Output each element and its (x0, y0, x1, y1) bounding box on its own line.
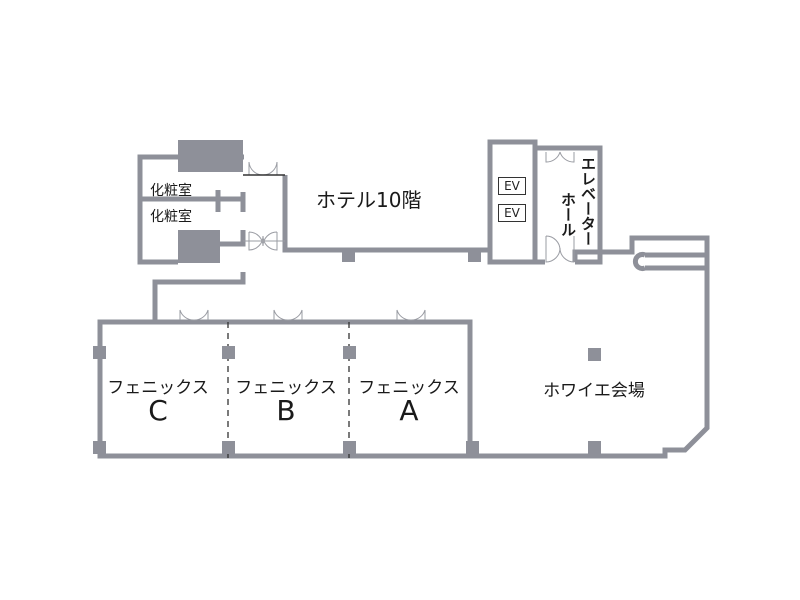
phoenix-b-name: フェニックス (235, 378, 337, 398)
phoenix-b-letter: B (276, 394, 296, 427)
elevator-hall-label-line1: エレベーター (579, 156, 597, 246)
elevator-hall-label-line2: ホール (559, 192, 577, 237)
phoenix-a-name: フェニックス (358, 378, 460, 398)
floor-title: ホテル10階 (316, 188, 422, 212)
powder-room-label-1: 化粧室 (150, 183, 192, 199)
foyer-label: ホワイエ会場 (543, 381, 645, 401)
phoenix-a-letter: A (399, 394, 419, 427)
elevator-1: EV (498, 177, 526, 195)
phoenix-c-letter: C (148, 394, 168, 427)
phoenix-c-name: フェニックス (107, 378, 209, 398)
elevator-2: EV (498, 204, 526, 222)
powder-room-label-2: 化粧室 (150, 209, 192, 225)
phoenix-outer-wall (97, 319, 473, 459)
